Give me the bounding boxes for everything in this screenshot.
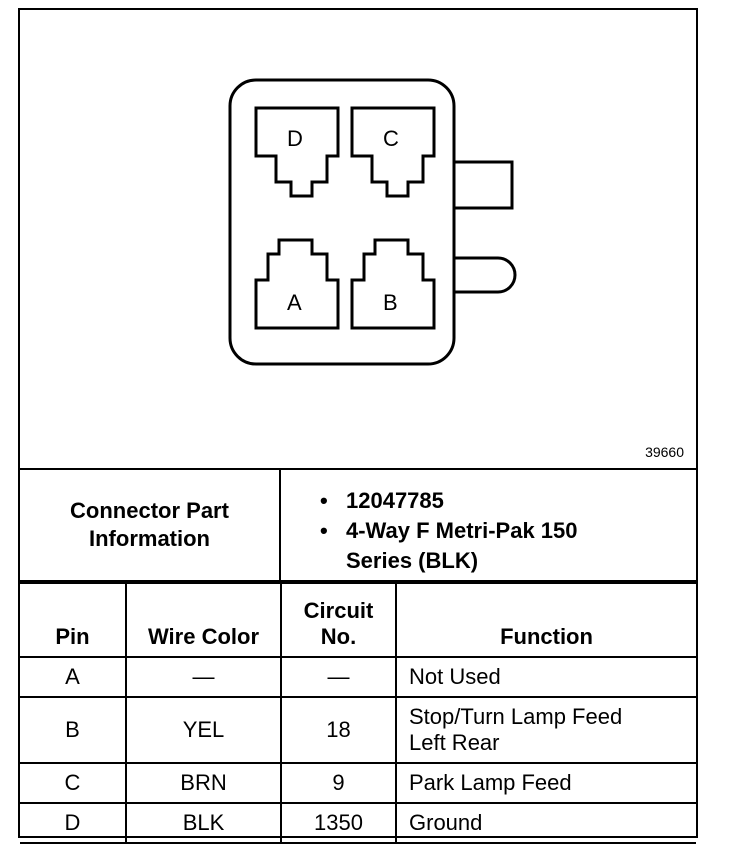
- cell-pin: B: [20, 696, 127, 764]
- cell-circuit: —: [280, 656, 397, 698]
- connector-drawing: D C A B: [228, 78, 517, 366]
- info-label-line1: Connector Part: [70, 498, 229, 523]
- header-circuit-line1: Circuit: [303, 598, 374, 623]
- info-label-line2: Information: [89, 526, 210, 551]
- cell-function: Stop/Turn Lamp Feed Left Rear: [395, 696, 696, 764]
- bullet-icon: •: [320, 518, 328, 543]
- cell-pin: A: [20, 656, 127, 698]
- figure-number: 39660: [645, 444, 684, 460]
- table-row: D BLK 1350 Ground: [20, 802, 696, 844]
- pin-cavity-c: [350, 106, 436, 198]
- cell-circuit: 9: [280, 762, 397, 804]
- pin-cavity-a: [254, 238, 340, 330]
- connector-type: 4-Way F Metri-Pak 150: [346, 518, 578, 543]
- function-line1: Stop/Turn Lamp Feed: [409, 704, 623, 729]
- pin-cavity-d: [254, 106, 340, 198]
- cell-wire-color: BLK: [125, 802, 282, 844]
- cell-wire-color: YEL: [125, 696, 282, 764]
- connector-rounded-tab: [450, 256, 517, 294]
- connector-part-info-list: • 12047785 • 4-Way F Metri-Pak 150 Serie…: [320, 486, 578, 576]
- header-wire-color: Wire Color: [125, 582, 282, 658]
- part-number: 12047785: [346, 488, 444, 513]
- info-item: Series (BLK): [320, 546, 578, 576]
- header-circuit-no: Circuit No.: [280, 582, 397, 658]
- pinout-table: Pin Wire Color Circuit No. Function A — …: [20, 582, 696, 844]
- connector-latch-tab: [450, 160, 514, 210]
- pin-label-c: C: [383, 126, 399, 151]
- pin-label-b: B: [383, 290, 398, 315]
- connector-diagram-frame: D C A B 39660 Connector Part Information…: [18, 8, 698, 844]
- cell-wire-color: —: [125, 656, 282, 698]
- pin-label-d: D: [287, 126, 303, 151]
- info-item: • 4-Way F Metri-Pak 150: [320, 516, 578, 546]
- table-row: C BRN 9 Park Lamp Feed: [20, 762, 696, 804]
- cell-pin: D: [20, 802, 127, 844]
- cell-circuit: 1350: [280, 802, 397, 844]
- cell-function: Ground: [395, 802, 696, 844]
- table-header-row: Pin Wire Color Circuit No. Function: [20, 582, 696, 658]
- cell-circuit: 18: [280, 696, 397, 764]
- header-function: Function: [395, 582, 696, 658]
- cell-wire-color: BRN: [125, 762, 282, 804]
- pinout-table-container: Pin Wire Color Circuit No. Function A — …: [20, 582, 696, 844]
- cell-pin: C: [20, 762, 127, 804]
- function-line2: Left Rear: [409, 730, 500, 755]
- bullet-icon: •: [320, 488, 328, 513]
- table-row: B YEL 18 Stop/Turn Lamp Feed Left Rear: [20, 696, 696, 764]
- connector-part-info: Connector Part Information • 12047785 • …: [20, 470, 696, 582]
- cell-function: Park Lamp Feed: [395, 762, 696, 804]
- cell-function: Not Used: [395, 656, 696, 698]
- header-pin: Pin: [20, 582, 127, 658]
- info-item: • 12047785: [320, 486, 578, 516]
- connector-series: Series (BLK): [346, 548, 479, 573]
- connector-part-info-label: Connector Part Information: [20, 470, 281, 580]
- header-circuit-line2: No.: [320, 624, 357, 649]
- connector-face-view: D C A B 39660: [20, 10, 696, 470]
- pin-label-a: A: [287, 290, 302, 315]
- table-row: A — — Not Used: [20, 656, 696, 698]
- pin-cavity-b: [350, 238, 436, 330]
